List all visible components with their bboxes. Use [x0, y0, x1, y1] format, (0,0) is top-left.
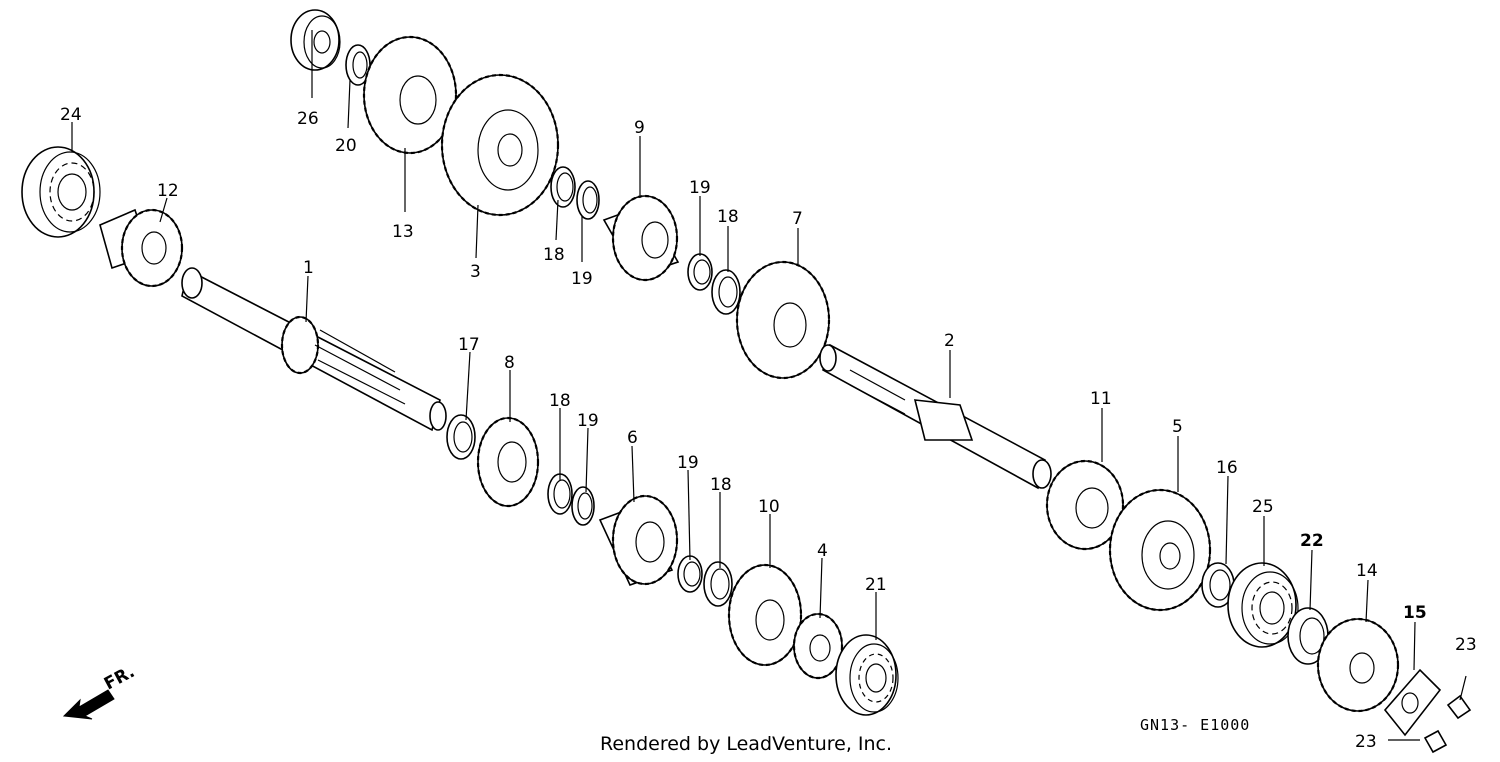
callout-18-lower-left: 18 [549, 391, 571, 411]
callout-15: 15 [1403, 603, 1427, 623]
front-direction-arrow: FR. [62, 662, 138, 720]
callout-18-upper: 18 [543, 245, 565, 265]
callout-22: 22 [1300, 531, 1324, 551]
callout-21: 21 [865, 575, 887, 595]
callout-9: 9 [634, 118, 645, 138]
part-5-gear[interactable] [1108, 488, 1212, 612]
part-8-gear[interactable] [476, 416, 540, 508]
part-26-bearing[interactable] [290, 9, 341, 71]
callout-14: 14 [1356, 561, 1378, 581]
callout-19-upper: 19 [571, 269, 593, 289]
part-15-fixing-plate[interactable] [1383, 668, 1442, 737]
callout-1: 1 [303, 258, 314, 278]
arrow-icon [62, 689, 115, 720]
callout-18-upper-right: 18 [717, 207, 739, 227]
callout-2: 2 [944, 331, 955, 351]
part-25-bearing[interactable] [1227, 562, 1299, 648]
part-14-drive-sprocket[interactable] [1316, 617, 1400, 713]
callout-17: 17 [458, 335, 480, 355]
callout-19-lower-right: 19 [677, 453, 699, 473]
part-18-19-clips-upper[interactable] [550, 166, 600, 220]
part-7-gear[interactable] [735, 260, 831, 380]
part-19-18-clips-lower-right[interactable] [677, 555, 733, 607]
part-2-countershaft[interactable] [819, 343, 1052, 490]
part-6-gear[interactable] [598, 494, 679, 586]
callout-23-upper: 23 [1455, 635, 1477, 655]
part-9-gear[interactable] [602, 194, 680, 282]
part-17-washer[interactable] [446, 414, 476, 460]
callout-10: 10 [758, 497, 780, 517]
callout-25: 25 [1252, 497, 1274, 517]
part-1-main-shaft[interactable] [181, 267, 447, 432]
part-12-gear[interactable] [99, 208, 184, 288]
callout-labels: 24 12 1 17 8 18 19 6 19 18 10 4 21 26 20… [60, 105, 1477, 752]
callout-13: 13 [392, 222, 414, 242]
part-13-gear[interactable] [362, 35, 458, 155]
callout-12: 12 [157, 181, 179, 201]
callout-3: 3 [470, 262, 481, 282]
callout-20: 20 [335, 136, 357, 156]
callout-4: 4 [817, 541, 828, 561]
callout-24: 24 [60, 105, 82, 125]
callout-11: 11 [1090, 389, 1112, 409]
part-10-gear[interactable] [727, 563, 803, 667]
part-3-gear[interactable] [440, 73, 560, 217]
part-20-washer[interactable] [345, 44, 371, 86]
part-21-bearing[interactable] [835, 634, 899, 716]
part-23-bolt-upper[interactable] [1446, 675, 1472, 720]
callout-5: 5 [1172, 417, 1183, 437]
part-23-bolt-lower[interactable] [1423, 729, 1448, 754]
leader-lines [71, 30, 1420, 741]
callout-7: 7 [792, 209, 803, 229]
callout-26: 26 [297, 109, 319, 129]
callout-18-lower-right: 18 [710, 475, 732, 495]
part-22-oil-seal[interactable] [1287, 607, 1329, 665]
callout-19-upper-right: 19 [689, 178, 711, 198]
callout-6: 6 [627, 428, 638, 448]
callout-8: 8 [504, 353, 515, 373]
footer-credit: Rendered by LeadVenture, Inc. [600, 733, 892, 755]
part-11-gear[interactable] [1045, 459, 1125, 551]
callout-16: 16 [1216, 458, 1238, 478]
callout-23-lower: 23 [1355, 732, 1377, 752]
direction-label: FR. [101, 662, 138, 694]
callout-19-lower-left: 19 [577, 411, 599, 431]
part-18-19-clips-lower-left[interactable] [547, 473, 595, 526]
part-4-gear[interactable] [792, 612, 844, 680]
diagram-code: GN13- E1000 [1140, 716, 1250, 734]
part-24-bearing[interactable] [21, 146, 101, 238]
parts-artwork [21, 9, 1472, 754]
part-19-18-clips-upper-right[interactable] [687, 253, 741, 315]
